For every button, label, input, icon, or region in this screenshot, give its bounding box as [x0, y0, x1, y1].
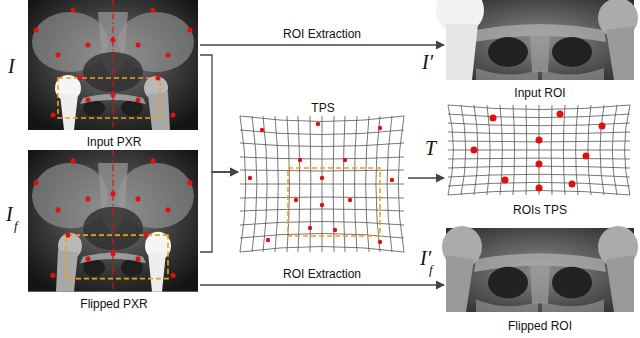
roi-box: [288, 168, 380, 236]
landmark-dots: [248, 122, 394, 244]
image-panel: Flipped PXR: [28, 150, 200, 312]
math-symbol: I: [6, 204, 13, 224]
panel-caption: ROIs TPS: [511, 202, 569, 218]
input-xray: [28, 0, 198, 130]
math-symbol: f: [429, 263, 433, 276]
panel-caption: TPS: [309, 100, 336, 116]
rois-tps-grid: [448, 105, 630, 195]
image-panel: Flipped ROI: [444, 226, 636, 334]
edge-label: ROI Extraction: [281, 27, 363, 42]
input-roi-image: [436, 0, 638, 80]
flow-arrow: [200, 284, 444, 285]
edge-label: ROI Extraction: [281, 267, 363, 282]
math-symbol: T: [425, 138, 436, 158]
math-symbol: I: [8, 56, 15, 76]
flow-arrow: [200, 44, 444, 45]
flow-arrow: [200, 55, 238, 172]
tps-grid: [240, 116, 404, 252]
panel-caption: Input PXR: [85, 134, 144, 150]
image-panel: Input PXR: [28, 0, 200, 150]
flow-arrow: [408, 177, 444, 178]
math-symbol: I′: [422, 52, 433, 72]
landmark-dots: [471, 111, 606, 192]
flipped-roi-image: [442, 226, 638, 312]
flipped-xray: [28, 150, 198, 292]
image-panel: ROIs TPS: [444, 103, 636, 218]
panel-caption: Flipped PXR: [78, 296, 149, 312]
panel-caption: Input ROI: [512, 85, 567, 101]
flow-arrow: [200, 172, 238, 252]
math-symbol: f: [14, 219, 18, 232]
image-panel: TPS: [238, 100, 408, 256]
panel-caption: Flipped ROI: [506, 318, 574, 334]
image-panel: Input ROI: [444, 0, 636, 101]
